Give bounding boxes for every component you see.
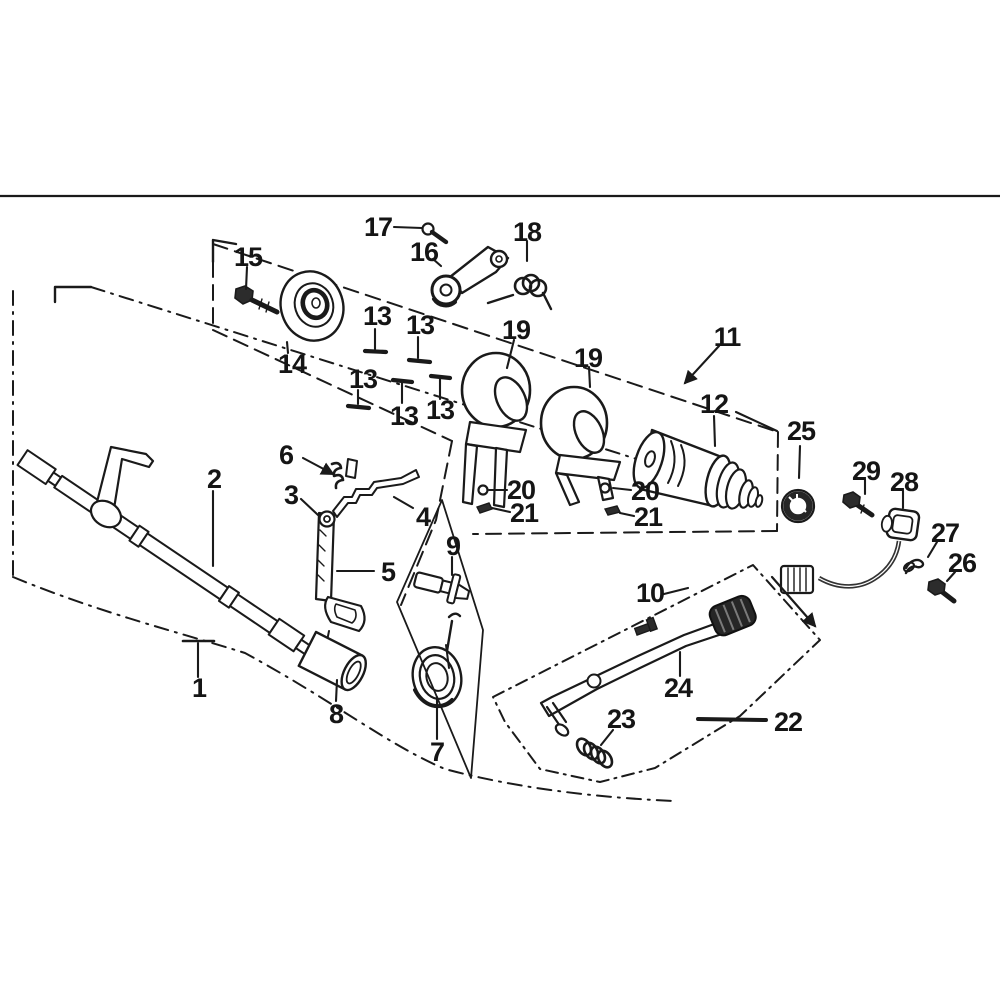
callout-label-21: 21 — [510, 498, 539, 528]
leader-line-31 — [599, 728, 615, 747]
callout-label-12: 12 — [700, 389, 728, 419]
callout-label-20: 20 — [631, 476, 659, 506]
leader-line-27 — [611, 486, 633, 492]
callout-label-11: 11 — [714, 322, 742, 352]
shift-drum — [632, 428, 764, 510]
cam-plate-bolt-15 — [234, 285, 280, 315]
pedal-pinch-bolt — [633, 616, 659, 636]
detent-balls-20 — [477, 482, 611, 496]
gearshift-pedal-assembly — [539, 594, 757, 769]
stopper-spring-coil — [411, 612, 463, 709]
leader-line-25 — [587, 365, 592, 389]
spindle-collar-cylinder — [297, 630, 367, 692]
leader-line-4 — [392, 495, 415, 510]
callout-label-3: 3 — [284, 480, 299, 510]
leader-lines — [181, 225, 957, 747]
leader-line-6 — [301, 456, 335, 476]
flange-bolt-26 — [927, 578, 957, 604]
leader-line-24 — [505, 338, 516, 370]
callout-label-15: 15 — [234, 242, 263, 272]
callout-label-8: 8 — [329, 699, 344, 729]
callout-label-6: 6 — [279, 440, 294, 470]
leader-line-28 — [490, 506, 512, 514]
torsion-spring-18 — [486, 273, 553, 311]
wire-clip-27 — [902, 558, 925, 575]
leader-line-12 — [712, 414, 717, 448]
pedal-rubber — [708, 594, 757, 637]
gear-position-sensor-harness — [779, 507, 921, 595]
leader-line-38 — [770, 575, 817, 628]
callout-label-19: 19 — [574, 343, 603, 373]
shift-lever-arm — [314, 469, 420, 642]
group-boundary-pedal-assembly — [492, 564, 821, 783]
group-boundary-bolt-box — [396, 499, 484, 779]
neutral-switch-bolt — [413, 571, 471, 605]
leader-line-19 — [285, 340, 290, 355]
callout-label-10: 10 — [636, 578, 664, 608]
callout-label-19: 19 — [502, 315, 531, 345]
callout-label-29: 29 — [852, 456, 881, 486]
leader-line-35 — [926, 540, 939, 559]
leader-line-21 — [431, 257, 443, 268]
return-spring-small — [330, 458, 358, 490]
callout-label-14: 14 — [278, 349, 307, 379]
callout-label-18: 18 — [513, 217, 542, 247]
leader-line-20 — [244, 265, 249, 291]
callout-label-26: 26 — [948, 548, 977, 578]
callout-label-2: 2 — [207, 464, 221, 494]
shift-fork-left — [460, 351, 532, 509]
leader-line-33 — [797, 444, 802, 480]
callout-label-13: 13 — [426, 395, 455, 425]
gearshift-spindle-shaft — [16, 445, 315, 658]
leader-line-11 — [683, 344, 721, 385]
callout-label-21: 21 — [634, 502, 663, 532]
callout-label-5: 5 — [381, 557, 396, 587]
callout-label-27: 27 — [931, 518, 959, 548]
leader-line-8 — [334, 678, 339, 703]
shift-fork-right — [539, 385, 622, 507]
gearshift-link-arm — [430, 245, 510, 308]
callout-label-28: 28 — [890, 467, 919, 497]
callout-label-13: 13 — [363, 301, 392, 331]
callout-label-23: 23 — [607, 704, 636, 734]
callout-label-13: 13 — [390, 401, 419, 431]
leader-line-22 — [392, 225, 424, 230]
leader-line-29 — [618, 511, 636, 518]
callout-label-4: 4 — [416, 502, 431, 532]
callout-label-24: 24 — [664, 673, 693, 703]
leader-line-34 — [945, 570, 957, 583]
shift-cam-plate — [279, 270, 345, 342]
callout-label-25: 25 — [787, 416, 816, 446]
hex-bolt-29 — [842, 491, 875, 518]
callout-label-13: 13 — [406, 310, 435, 340]
leader-line-10 — [662, 586, 690, 596]
callout-label-7: 7 — [430, 737, 444, 767]
leader-line-13 — [734, 410, 779, 433]
callout-label-20: 20 — [507, 475, 535, 505]
leader-line-30 — [696, 717, 768, 722]
callout-label-13: 13 — [349, 364, 378, 394]
callout-label-9: 9 — [446, 531, 461, 561]
leader-line-3 — [299, 497, 320, 517]
stopper-ring-25 — [780, 488, 816, 524]
dowel-pins-13 — [345, 348, 453, 411]
callout-label-17: 17 — [364, 212, 392, 242]
callout-label-1: 1 — [192, 673, 207, 703]
callout-label-16: 16 — [410, 237, 439, 267]
link-bolt-17 — [421, 222, 449, 245]
harness-connector — [779, 564, 815, 595]
pedal-return-spring-23 — [575, 737, 614, 769]
callout-label-22: 22 — [774, 707, 802, 737]
